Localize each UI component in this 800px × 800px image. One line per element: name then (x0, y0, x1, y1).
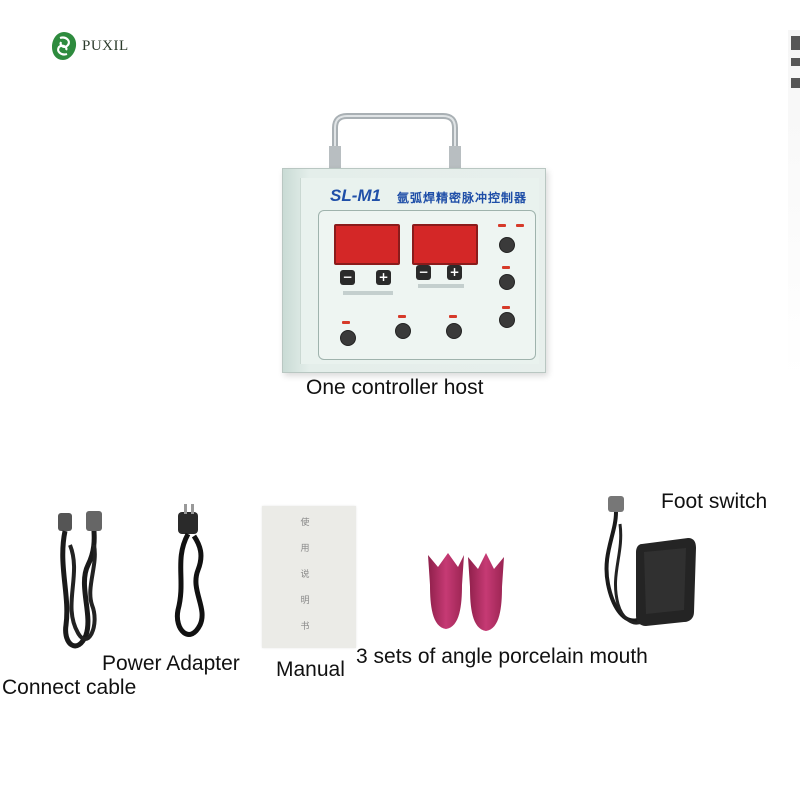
edge-glyph (791, 36, 800, 50)
button-label (418, 284, 464, 288)
indicator-led (502, 266, 510, 269)
indicator-led (502, 306, 510, 309)
brand: PUXIL (50, 30, 129, 62)
controller-caption: One controller host (306, 376, 484, 399)
manual-cover-char: 使 (300, 518, 310, 528)
led-display-right (412, 224, 478, 265)
function-button (446, 323, 462, 339)
edge-glyph (791, 78, 800, 88)
minus-button: − (340, 270, 355, 285)
brand-name: PUXIL (82, 37, 129, 54)
manual-cover-char: 书 (300, 622, 310, 632)
porcelain-nozzles-image (428, 553, 504, 631)
manual-cover-char: 用 (300, 544, 310, 554)
foot-switch-caption: Foot switch (661, 490, 768, 513)
foot-switch-image (604, 496, 696, 626)
indicator-led (449, 315, 457, 318)
plus-button: + (376, 270, 391, 285)
connect-cable-caption: Connect cable (2, 676, 137, 699)
controller-model: SL-M1 (330, 186, 381, 205)
brand-logo-icon (52, 32, 77, 60)
mode-button (499, 237, 515, 253)
edge-banner (788, 30, 800, 380)
manual-cover-char: 明 (300, 596, 310, 606)
function-button (340, 330, 356, 346)
controller-title: 氩弧焊精密脉冲控制器 (397, 191, 528, 205)
function-button (499, 312, 515, 328)
function-button (499, 274, 515, 290)
manual-image (262, 506, 356, 648)
power-adapter-image (174, 504, 205, 637)
indicator-led (498, 224, 506, 227)
controller-handle (329, 113, 461, 170)
plus-button: + (447, 265, 462, 280)
connect-cable-image (58, 511, 102, 649)
button-label (343, 291, 393, 295)
porcelain-caption: 3 sets of angle porcelain mouth (356, 645, 648, 668)
manual-caption: Manual (276, 658, 345, 681)
led-display-left (334, 224, 400, 265)
power-adapter-caption: Power Adapter (102, 652, 240, 675)
indicator-led (516, 224, 524, 227)
edge-glyph (791, 58, 800, 66)
manual-cover-char: 说 (300, 570, 310, 580)
minus-button: − (416, 265, 431, 280)
function-button (395, 323, 411, 339)
indicator-led (398, 315, 406, 318)
indicator-led (342, 321, 350, 324)
